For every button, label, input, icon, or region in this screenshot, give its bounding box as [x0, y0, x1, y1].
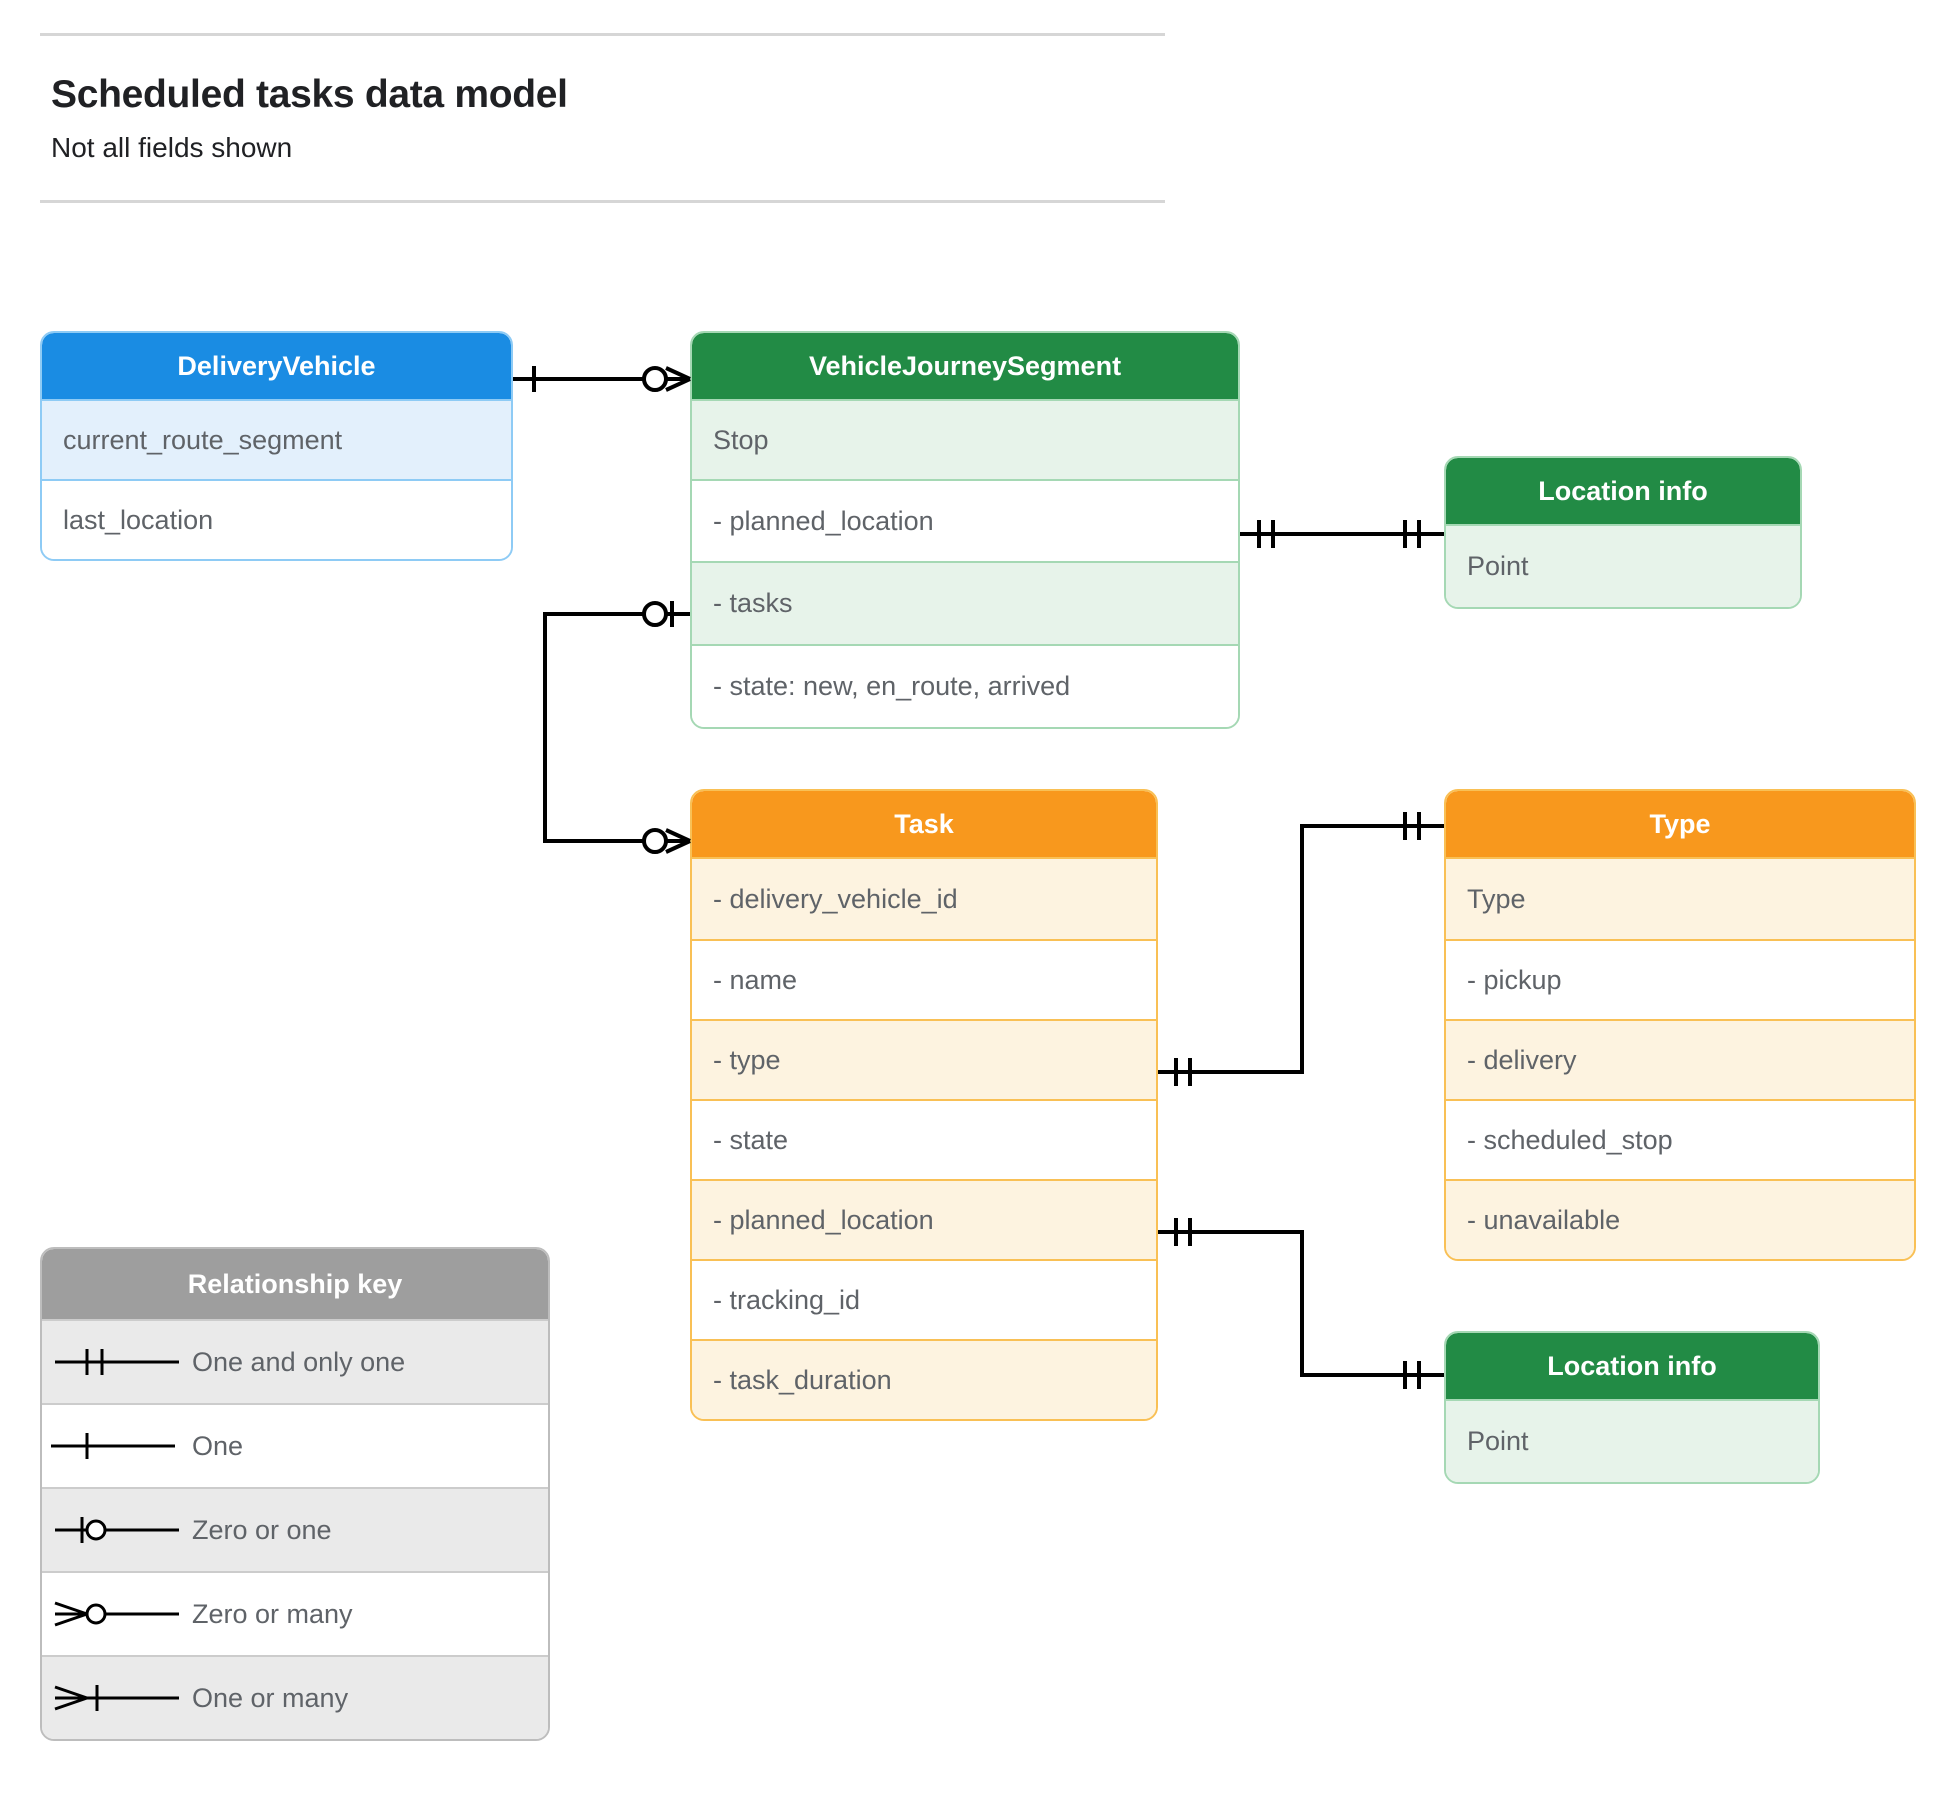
entity-type[interactable]: Type Type - pickup - delivery - schedule…	[1444, 789, 1916, 1261]
field-planned-location-task: - planned_location	[692, 1179, 1156, 1259]
one-symbol	[42, 1426, 192, 1466]
legend-label-one-and-only-one: One and only one	[192, 1346, 406, 1377]
field-type-header: Type	[1446, 857, 1914, 939]
field-last-location: last_location	[42, 479, 511, 559]
field-delivery-vehicle-id: - delivery_vehicle_id	[692, 857, 1156, 939]
entity-delivery-vehicle[interactable]: DeliveryVehicle current_route_segment la…	[40, 331, 513, 561]
page-subtitle: Not all fields shown	[51, 132, 293, 163]
legend-label-one-or-many: One or many	[192, 1682, 349, 1713]
entity-location-info-top[interactable]: Location info Point	[1444, 456, 1802, 609]
legend-label-zero-or-one: Zero or one	[192, 1514, 332, 1545]
field-state-task: - state	[692, 1099, 1156, 1179]
field-state: - state: new, en_route, arrived	[692, 644, 1238, 727]
field-type-pickup: - pickup	[1446, 939, 1914, 1019]
field-type-unavailable: - unavailable	[1446, 1179, 1914, 1259]
legend-relationship-key[interactable]: Relationship key One and only one One	[40, 1247, 550, 1741]
legend-item-one: One	[42, 1403, 548, 1487]
legend-item-one-or-many: One or many	[42, 1655, 548, 1739]
entity-task[interactable]: Task - delivery_vehicle_id - name - type…	[690, 789, 1158, 1421]
legend-item-one-and-only-one: One and only one	[42, 1319, 548, 1403]
zero-or-one-symbol	[42, 1510, 192, 1550]
field-task-duration: - task_duration	[692, 1339, 1156, 1419]
field-current-route-segment: current_route_segment	[42, 399, 511, 479]
connector-task-type-to-type	[1158, 812, 1444, 1086]
field-point-bottom: Point	[1446, 1399, 1818, 1482]
entity-title-vehicle-journey-segment: VehicleJourneySegment	[692, 333, 1238, 399]
connector-planned-location-to-location-info-top	[1240, 520, 1444, 548]
field-planned-location: - planned_location	[692, 479, 1238, 561]
field-tasks: - tasks	[692, 561, 1238, 644]
legend-label-zero-or-many: Zero or many	[192, 1598, 353, 1629]
field-type: - type	[692, 1019, 1156, 1099]
field-stop: Stop	[692, 399, 1238, 479]
entity-vehicle-journey-segment[interactable]: VehicleJourneySegment Stop - planned_loc…	[690, 331, 1240, 729]
field-point-top: Point	[1446, 524, 1800, 607]
field-type-scheduled-stop: - scheduled_stop	[1446, 1099, 1914, 1179]
legend-item-zero-or-many: Zero or many	[42, 1571, 548, 1655]
entity-title-type: Type	[1446, 791, 1914, 857]
connector-task-planned-location-to-location-info-bottom	[1158, 1218, 1444, 1389]
zero-or-many-symbol	[42, 1594, 192, 1634]
one-and-only-one-symbol	[42, 1342, 192, 1382]
legend-title: Relationship key	[42, 1249, 548, 1319]
header-divider-bottom	[40, 200, 1165, 203]
connector-tasks-to-task	[543, 601, 691, 854]
entity-title-task: Task	[692, 791, 1156, 857]
entity-title-delivery-vehicle: DeliveryVehicle	[42, 333, 511, 399]
entity-title-location-info-bottom: Location info	[1446, 1333, 1818, 1399]
one-or-many-symbol	[42, 1678, 192, 1718]
legend-item-zero-or-one: Zero or one	[42, 1487, 548, 1571]
connector-delivery-vehicle-to-journey-segment	[513, 366, 691, 392]
entity-title-location-info-top: Location info	[1446, 458, 1800, 524]
page-title: Scheduled tasks data model	[51, 73, 568, 116]
legend-label-one: One	[192, 1430, 244, 1461]
field-name: - name	[692, 939, 1156, 1019]
header-divider-top	[40, 33, 1165, 36]
field-tracking-id: - tracking_id	[692, 1259, 1156, 1339]
field-type-delivery: - delivery	[1446, 1019, 1914, 1099]
entity-location-info-bottom[interactable]: Location info Point	[1444, 1331, 1820, 1484]
